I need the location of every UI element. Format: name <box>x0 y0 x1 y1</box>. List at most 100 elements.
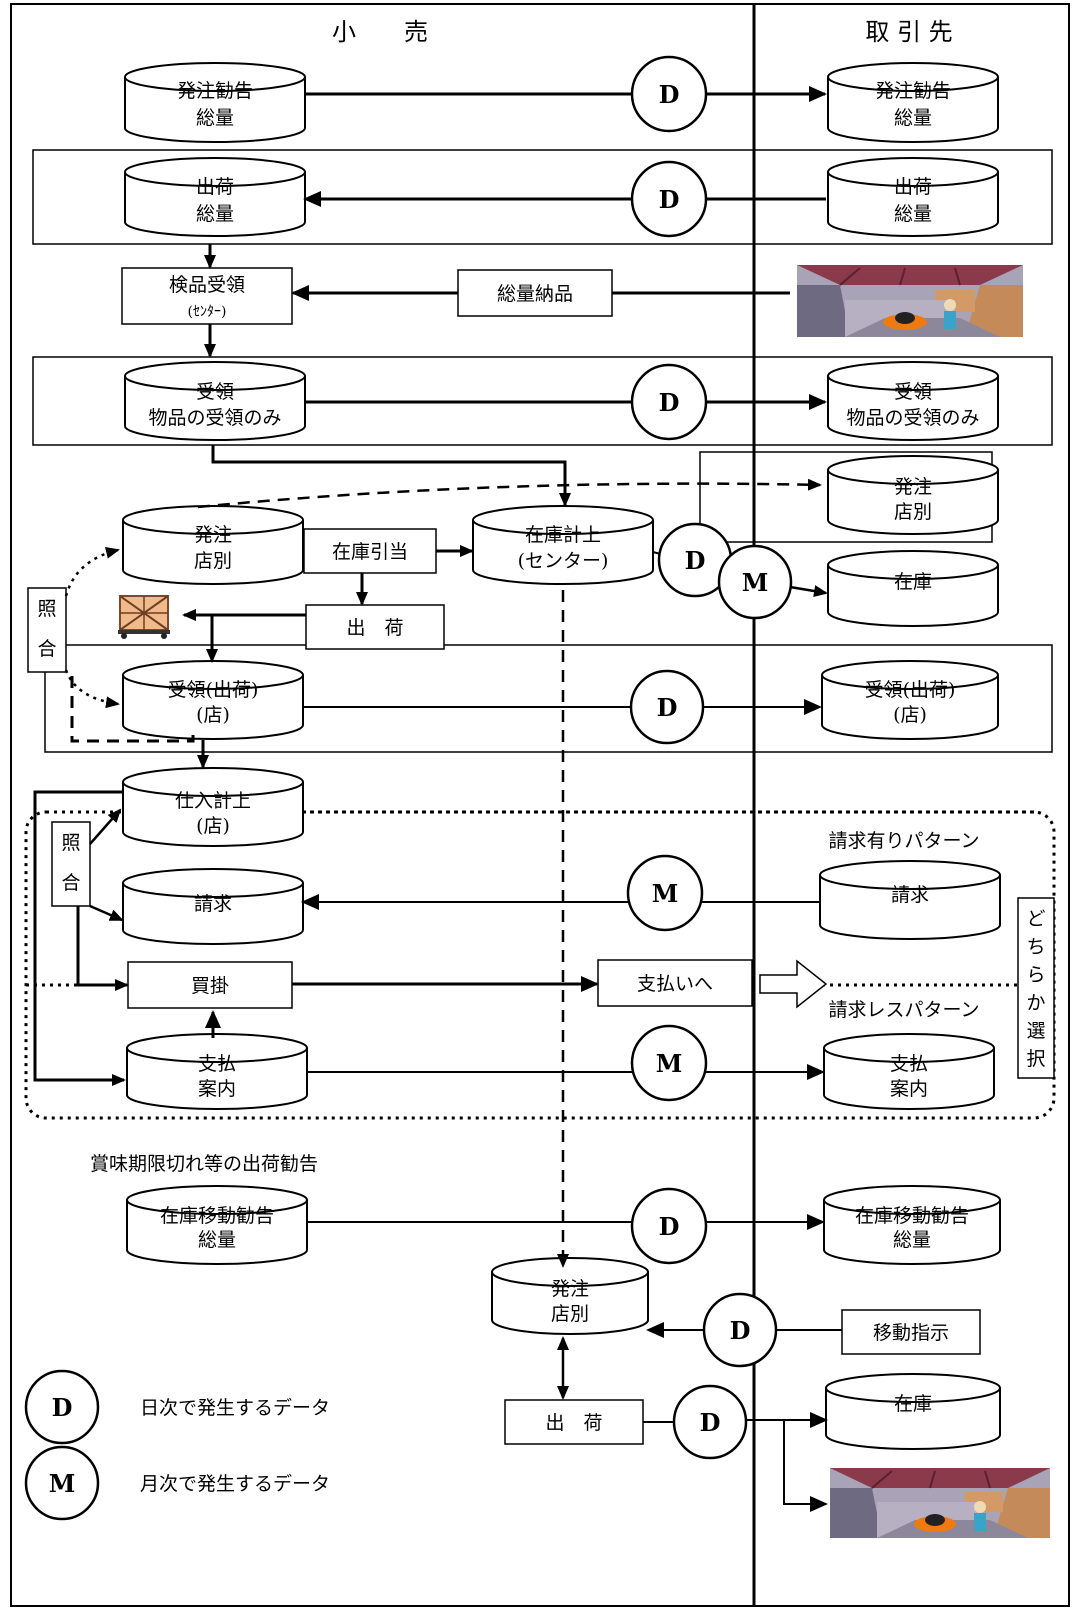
legend-daily-symbol <box>24 1369 100 1445</box>
db-supplier-order-advice-total: 発注勧告 総量 <box>827 62 999 143</box>
svg-text:(店): (店) <box>196 815 230 837</box>
connector-match-to-store-receipt-dotted <box>64 669 120 709</box>
svg-text:合: 合 <box>37 638 56 660</box>
svg-text:発注勧告: 発注勧告 <box>875 80 951 102</box>
svg-text:出荷: 出荷 <box>196 176 234 198</box>
label-invoice-pattern: 請求有りパターン <box>828 830 979 852</box>
outer-frame <box>10 3 1070 1607</box>
label-expiry-note: 賞味期限切れ等の出荷勧告 <box>90 1153 318 1175</box>
process-bulk-delivery: 総量納品 <box>457 269 613 317</box>
db-supplier-stock-move-advice: 在庫移動勧告 総量 <box>823 1185 1001 1265</box>
badge-monthly-payment-notice: M <box>630 1024 708 1102</box>
svg-text:在庫計上: 在庫計上 <box>525 524 601 546</box>
svg-text:発注: 発注 <box>551 1278 589 1300</box>
db-retail-order-by-store: 発注 店別 <box>122 505 304 585</box>
svg-text:出 荷: 出 荷 <box>545 1412 602 1434</box>
svg-text:ら: ら <box>1026 964 1045 986</box>
process-choose-either: ど ち ら か 選 択 <box>1017 897 1055 1079</box>
legend-daily-label: 日次で発生するデータ <box>140 1397 330 1419</box>
svg-text:出 荷: 出 荷 <box>346 617 403 639</box>
svg-text:(店): (店) <box>196 704 230 726</box>
svg-text:店別: 店別 <box>551 1303 589 1325</box>
connector-match-to-purchase <box>89 808 122 845</box>
connector-match-dashed <box>70 676 195 743</box>
label-invoiceless-pattern: 請求レスパターン <box>828 999 979 1021</box>
warehouse-illustration-bottom <box>830 1468 1050 1538</box>
svg-text:受領: 受領 <box>196 381 234 403</box>
svg-text:D: D <box>52 1393 73 1422</box>
svg-text:D: D <box>659 80 680 109</box>
svg-text:D: D <box>685 546 706 575</box>
svg-text:合: 合 <box>61 872 80 894</box>
hollow-arrow-to-supplier <box>759 959 828 1009</box>
process-match-2: 照 合 <box>51 821 91 907</box>
svg-text:M: M <box>742 568 769 597</box>
svg-text:M: M <box>652 879 679 908</box>
db-purchase-posting: 仕入計上 (店) <box>122 767 304 847</box>
svg-text:総量: 総量 <box>894 107 932 129</box>
svg-text:総量: 総量 <box>894 203 932 225</box>
badge-monthly-stock: M <box>717 544 793 620</box>
svg-text:D: D <box>730 1316 751 1345</box>
svg-text:D: D <box>657 693 678 722</box>
badge-daily-move-advice: D <box>630 1187 708 1265</box>
db-supplier-receipt: 受領 物品の受領のみ <box>827 361 999 441</box>
svg-text:択: 択 <box>1026 1048 1045 1070</box>
connector-match-to-payable <box>76 906 129 991</box>
svg-text:支払いへ: 支払いへ <box>637 973 713 995</box>
svg-text:ど: ど <box>1026 908 1045 930</box>
badge-daily-shipment-bottom: D <box>672 1384 748 1460</box>
legend-daily: D 日次で発生するデータ <box>24 1369 330 1445</box>
svg-text:物品の受領のみ: 物品の受領のみ <box>846 407 979 429</box>
process-accounts-payable: 買掛 <box>127 961 293 1009</box>
db-retail-shipment-total: 出荷 総量 <box>124 157 306 237</box>
svg-text:発注: 発注 <box>194 524 232 546</box>
connector-m-to-supplier-stock <box>789 585 828 597</box>
process-shipment-bottom: 出 荷 <box>504 1399 644 1445</box>
svg-text:店別: 店別 <box>194 550 232 572</box>
legend-monthly: M 月次で発生するデータ <box>24 1445 330 1521</box>
db-supplier-shipment-total: 出荷 総量 <box>827 157 999 237</box>
db-retail-invoice: 請求 <box>122 868 304 945</box>
db-supplier-stock-bottom: 在庫 <box>825 1373 1001 1450</box>
db-supplier-store-receipt: 受領(出荷) (店) <box>821 660 999 740</box>
svg-text:受領: 受領 <box>894 381 932 403</box>
svg-text:在庫移動勧告: 在庫移動勧告 <box>855 1205 969 1227</box>
svg-text:(ｾﾝﾀｰ): (ｾﾝﾀｰ) <box>188 304 227 320</box>
svg-text:D: D <box>700 1408 721 1437</box>
process-shipment-center: 出 荷 <box>305 604 445 650</box>
svg-text:検品受領: 検品受領 <box>169 274 245 296</box>
svg-text:ち: ち <box>1026 936 1045 958</box>
connector-order-store-dashed <box>197 478 822 509</box>
process-inspection-receipt: 検品受領 (ｾﾝﾀｰ) <box>121 267 293 325</box>
svg-text:請求: 請求 <box>891 884 929 906</box>
svg-text:在庫引当: 在庫引当 <box>332 541 408 563</box>
svg-text:M: M <box>656 1049 683 1078</box>
connector-purchase-to-payment-notice <box>33 790 126 1086</box>
svg-text:買掛: 買掛 <box>191 975 229 997</box>
svg-text:総量: 総量 <box>196 203 234 225</box>
process-to-payment: 支払いへ <box>597 959 753 1007</box>
process-match-1: 照 合 <box>27 587 67 673</box>
db-supplier-invoice: 請求 <box>819 860 1001 940</box>
svg-text:仕入計上: 仕入計上 <box>175 790 251 812</box>
svg-text:出荷: 出荷 <box>894 176 932 198</box>
svg-text:D: D <box>659 1212 680 1241</box>
svg-text:総量: 総量 <box>196 107 234 129</box>
svg-text:(センター): (センター) <box>518 550 609 572</box>
svg-text:選: 選 <box>1026 1020 1045 1042</box>
svg-text:M: M <box>49 1469 76 1498</box>
svg-text:案内: 案内 <box>890 1078 928 1100</box>
db-retail-order-advice-total: 発注勧告 総量 <box>124 62 306 143</box>
group-store-receipt <box>44 644 1053 753</box>
svg-text:物品の受領のみ: 物品の受領のみ <box>148 407 281 429</box>
svg-text:店別: 店別 <box>894 501 932 523</box>
svg-text:受領(出荷): 受領(出荷) <box>865 679 956 701</box>
svg-text:在庫: 在庫 <box>894 571 932 593</box>
badge-daily-store-receipt: D <box>629 669 705 745</box>
connector-match-to-invoice <box>89 904 124 922</box>
db-order-by-store-bottom: 発注 店別 <box>491 1257 649 1335</box>
cart-icon <box>118 595 170 639</box>
